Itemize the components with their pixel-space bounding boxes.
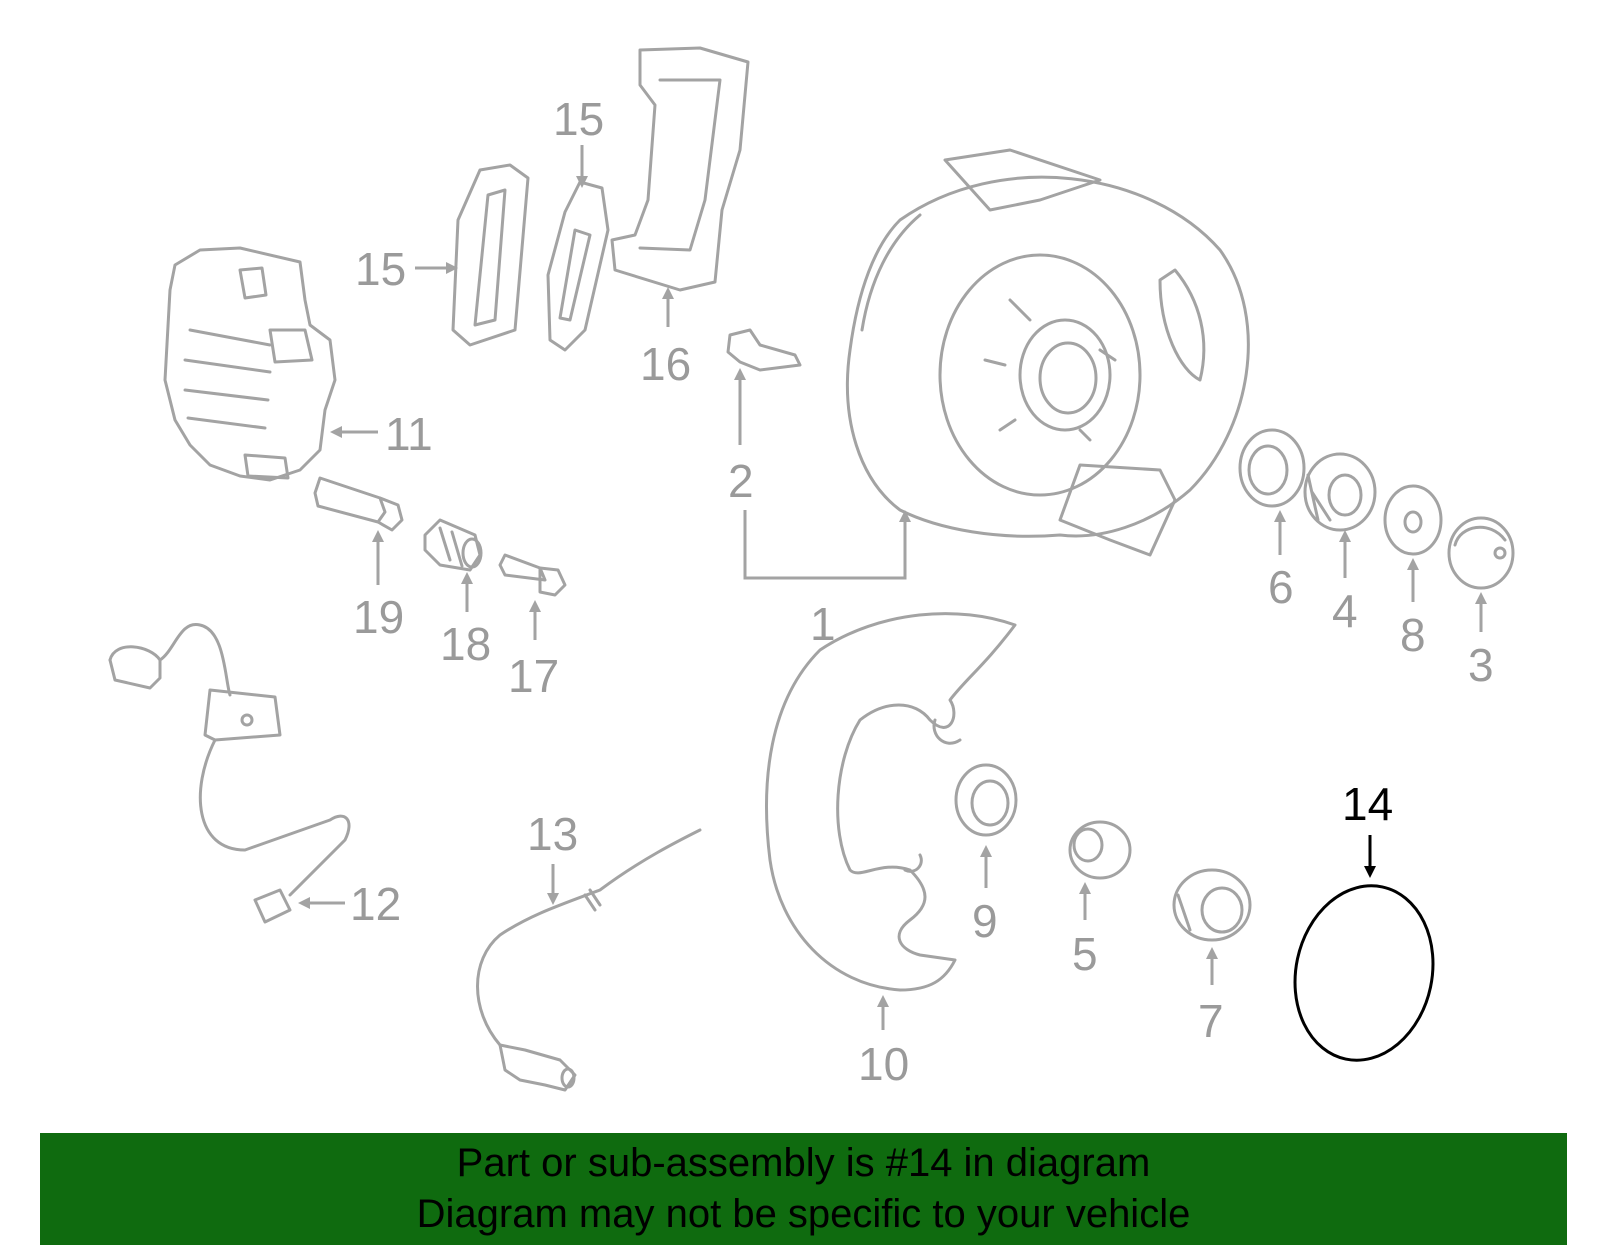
grease-cap-part-3[interactable] [1447,516,1515,590]
callout-3: 3 [1468,639,1494,691]
bolt-part-17[interactable] [498,553,567,597]
callout-8: 8 [1400,609,1426,661]
bearing-part-7[interactable] [1172,868,1252,942]
callout-11: 11 [385,408,433,460]
stud-part-2[interactable] [726,328,802,372]
callout-6: 6 [1268,561,1294,613]
banner-line-2: Diagram may not be specific to your vehi… [416,1192,1191,1236]
callout-12: 12 [350,878,401,930]
callout-15b: 15 [553,93,604,145]
bearing-part-4[interactable] [1303,452,1377,532]
o-ring-part-14[interactable] [1279,873,1449,1073]
callout-13: 13 [527,808,578,860]
callout-18: 18 [440,618,491,670]
callout-5: 5 [1072,928,1098,980]
callout-14: 14 [1342,778,1393,830]
brake-pad-part-15b[interactable] [546,180,610,352]
bearing-race-part-6[interactable] [1238,428,1306,508]
callout-17: 17 [508,650,559,702]
callout-7: 7 [1198,995,1224,1047]
rotor-hub-assembly-part-1[interactable] [846,148,1250,557]
callout-9: 9 [972,895,998,947]
guide-pin-part-19[interactable] [313,476,404,532]
splash-shield-part-10[interactable] [765,612,1017,992]
info-banner: Part or sub-assembly is #14 in diagram D… [40,1133,1567,1245]
brake-hose-part-12[interactable] [108,623,351,924]
abs-sensor-part-13[interactable] [476,828,702,1092]
callout-4: 4 [1332,585,1358,637]
caliper-bracket-part-16[interactable] [610,46,750,292]
callout-19: 19 [353,591,404,643]
banner-line-1: Part or sub-assembly is #14 in diagram [456,1141,1151,1185]
caliper-part-11[interactable] [163,246,337,482]
nut-part-5[interactable] [1068,820,1132,880]
seal-part-9[interactable] [954,763,1018,837]
callout-15a: 15 [355,243,406,295]
boot-part-18[interactable] [423,518,483,572]
washer-part-8[interactable] [1383,484,1443,556]
callout-16: 16 [640,338,691,390]
callout-10: 10 [858,1038,909,1090]
callout-2: 2 [728,455,754,507]
leader-arrows [298,145,1487,1030]
callout-1: 1 [810,598,836,650]
brake-pad-part-15a[interactable] [451,163,530,347]
